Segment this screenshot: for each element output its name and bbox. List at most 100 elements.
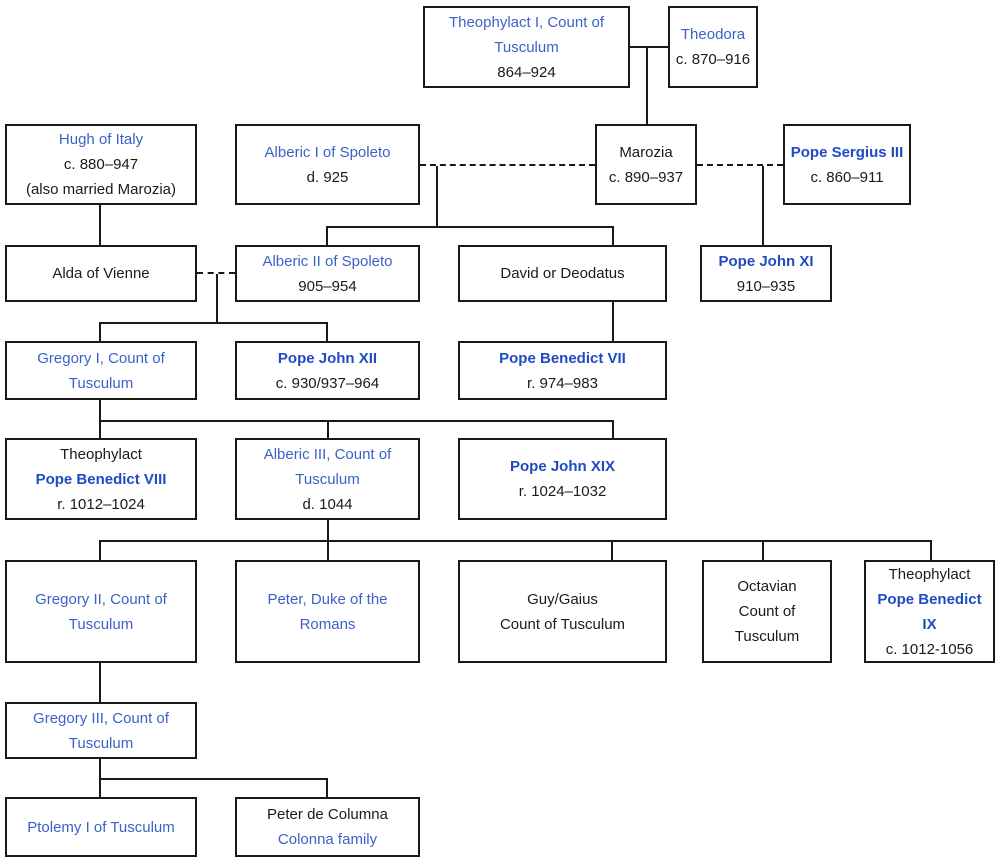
person-name: Alda of Vienne — [52, 265, 150, 282]
person-name[interactable]: Alberic II of Spoleto — [262, 252, 393, 270]
person-name[interactable]: Pope John XI — [718, 252, 814, 270]
person-name[interactable]: Tusculum — [68, 734, 134, 752]
person-name[interactable]: Pope Benedict — [877, 590, 982, 608]
person-name: Theophylact — [888, 565, 971, 583]
person-dates: d. 925 — [306, 168, 349, 186]
person-dates: c. 860–911 — [810, 168, 884, 186]
connector-to-guy — [611, 540, 613, 560]
node-pope-benedict-viii: Theophylact Pope Benedict VIII r. 1012–1… — [5, 438, 197, 520]
node-pope-sergius-iii: Pope Sergius III c. 860–911 — [783, 124, 911, 205]
person-dates: 905–954 — [298, 277, 357, 295]
node-theodora: Theodora c. 870–916 — [668, 6, 758, 88]
person-name[interactable]: Romans — [299, 615, 356, 633]
node-alberic-i: Alberic I of Spoleto d. 925 — [235, 124, 420, 205]
person-name[interactable]: Pope Benedict VIII — [35, 470, 167, 488]
connector-to-peter-duke — [327, 540, 329, 560]
person-dates: c. 870–916 — [675, 51, 751, 68]
person-name[interactable]: Alberic III, Count of — [263, 445, 392, 463]
marriage-dashed-marozia-sergius — [697, 164, 783, 166]
connector-to-benedict8 — [99, 420, 101, 438]
person-dates: 864–924 — [497, 63, 556, 81]
node-gregory-i: Gregory I, Count of Tusculum — [5, 341, 197, 400]
node-david-or-deodatus: David or Deodatus — [458, 245, 667, 302]
node-octavian: Octavian Count of Tusculum — [702, 560, 832, 663]
person-name[interactable]: Gregory I, Count of — [37, 349, 165, 367]
node-pope-benedict-ix: Theophylact Pope Benedict IX c. 1012-105… — [864, 560, 995, 663]
connector-hugh-to-alda — [99, 205, 101, 245]
connector-gregory3-down — [99, 759, 101, 778]
node-peter-de-columna: Peter de Columna Colonna family — [235, 797, 420, 857]
marriage-line-theophylact-theodora — [628, 46, 668, 48]
person-title: Count of Tusculum — [499, 615, 626, 633]
person-name[interactable]: Alberic I of Spoleto — [264, 143, 391, 161]
person-name[interactable]: Ptolemy I of Tusculum — [27, 818, 175, 836]
person-name[interactable]: Tusculum — [494, 38, 559, 56]
person-dates: 910–935 — [736, 277, 796, 295]
connector-to-gregory2 — [99, 540, 101, 560]
connector-to-john-xix — [612, 420, 614, 438]
node-hugh-of-italy: Hugh of Italy c. 880–947 (also married M… — [5, 124, 197, 205]
person-name[interactable]: Hugh of Italy — [58, 131, 144, 148]
person-dates: c. 890–937 — [608, 168, 684, 186]
node-pope-john-xix: Pope John XIX r. 1024–1032 — [458, 438, 667, 520]
person-dates: r. 974–983 — [527, 374, 598, 392]
person-name: Peter de Columna — [267, 806, 388, 823]
person-name[interactable]: Tusculum — [68, 374, 134, 392]
person-name[interactable]: Tusculum — [68, 615, 134, 633]
node-alberic-ii: Alberic II of Spoleto 905–954 — [235, 245, 420, 302]
person-name[interactable]: IX — [922, 615, 937, 633]
node-pope-john-xi: Pope John XI 910–935 — [700, 245, 832, 302]
connector-to-benedict9 — [930, 540, 932, 560]
person-name: Octavian — [737, 578, 797, 595]
node-guy-gaius: Guy/Gaius Count of Tusculum — [458, 560, 667, 663]
connector-union1-down — [436, 166, 438, 226]
person-name[interactable]: Tusculum — [295, 470, 360, 488]
person-name[interactable]: Peter, Duke of the — [267, 590, 388, 608]
connector-to-john-xii — [326, 322, 328, 341]
person-name[interactable]: Pope John XIX — [509, 458, 615, 475]
person-dates: r. 1024–1032 — [518, 483, 607, 500]
connector-union2-down — [216, 274, 218, 322]
person-dates: r. 1012–1024 — [57, 495, 145, 513]
node-marozia: Marozia c. 890–937 — [595, 124, 697, 205]
connector-to-octavian — [762, 540, 764, 560]
person-dates: c. 930/937–964 — [275, 374, 380, 392]
person-dates: d. 1044 — [302, 495, 353, 513]
person-name[interactable]: Gregory III, Count of — [33, 709, 169, 727]
connector-theodora-to-marozia — [646, 47, 648, 124]
connector-alberic3-children-bar — [99, 540, 932, 542]
connector-to-peter-columna — [326, 778, 328, 797]
person-note: (also married Marozia) — [25, 181, 177, 198]
person-name: Theophylact — [60, 445, 142, 463]
connector-gregory2-to-gregory3 — [99, 663, 101, 702]
node-pope-benedict-vii: Pope Benedict VII r. 974–983 — [458, 341, 667, 400]
person-name: David or Deodatus — [500, 265, 625, 282]
marriage-dashed-alberic1-marozia — [420, 164, 595, 166]
family-link[interactable]: Colonna family — [277, 831, 378, 848]
person-name[interactable]: Pope Sergius III — [790, 143, 904, 161]
node-gregory-ii: Gregory II, Count of Tusculum — [5, 560, 197, 663]
person-name[interactable]: Pope Benedict VII — [499, 349, 626, 367]
connector-alberic3-down — [327, 520, 329, 540]
connector-union1-children-bar — [326, 226, 614, 228]
connector-to-alberic3 — [327, 420, 329, 438]
node-pope-john-xii: Pope John XII c. 930/937–964 — [235, 341, 420, 400]
person-dates: c. 1012-1056 — [885, 640, 974, 658]
connector-to-john-xi — [762, 166, 764, 245]
person-name[interactable]: Gregory II, Count of — [35, 590, 167, 608]
connector-gregory3-children-bar — [99, 778, 328, 780]
marriage-dashed-alda-alberic2 — [197, 272, 235, 274]
connector-union2-children-bar — [99, 322, 328, 324]
connector-to-gregory1 — [99, 322, 101, 341]
node-alberic-iii: Alberic III, Count of Tusculum d. 1044 — [235, 438, 420, 520]
person-name[interactable]: Pope John XII — [277, 349, 378, 367]
person-title: Count of — [738, 603, 796, 620]
connector-gregory1-down — [99, 400, 101, 420]
person-name[interactable]: Theodora — [680, 26, 746, 43]
person-name[interactable]: Theophylact I, Count of — [448, 13, 605, 31]
node-peter-duke-of-the-romans: Peter, Duke of the Romans — [235, 560, 420, 663]
connector-to-david — [612, 226, 614, 245]
person-title: Tusculum — [734, 628, 800, 645]
person-name: Marozia — [619, 143, 673, 161]
